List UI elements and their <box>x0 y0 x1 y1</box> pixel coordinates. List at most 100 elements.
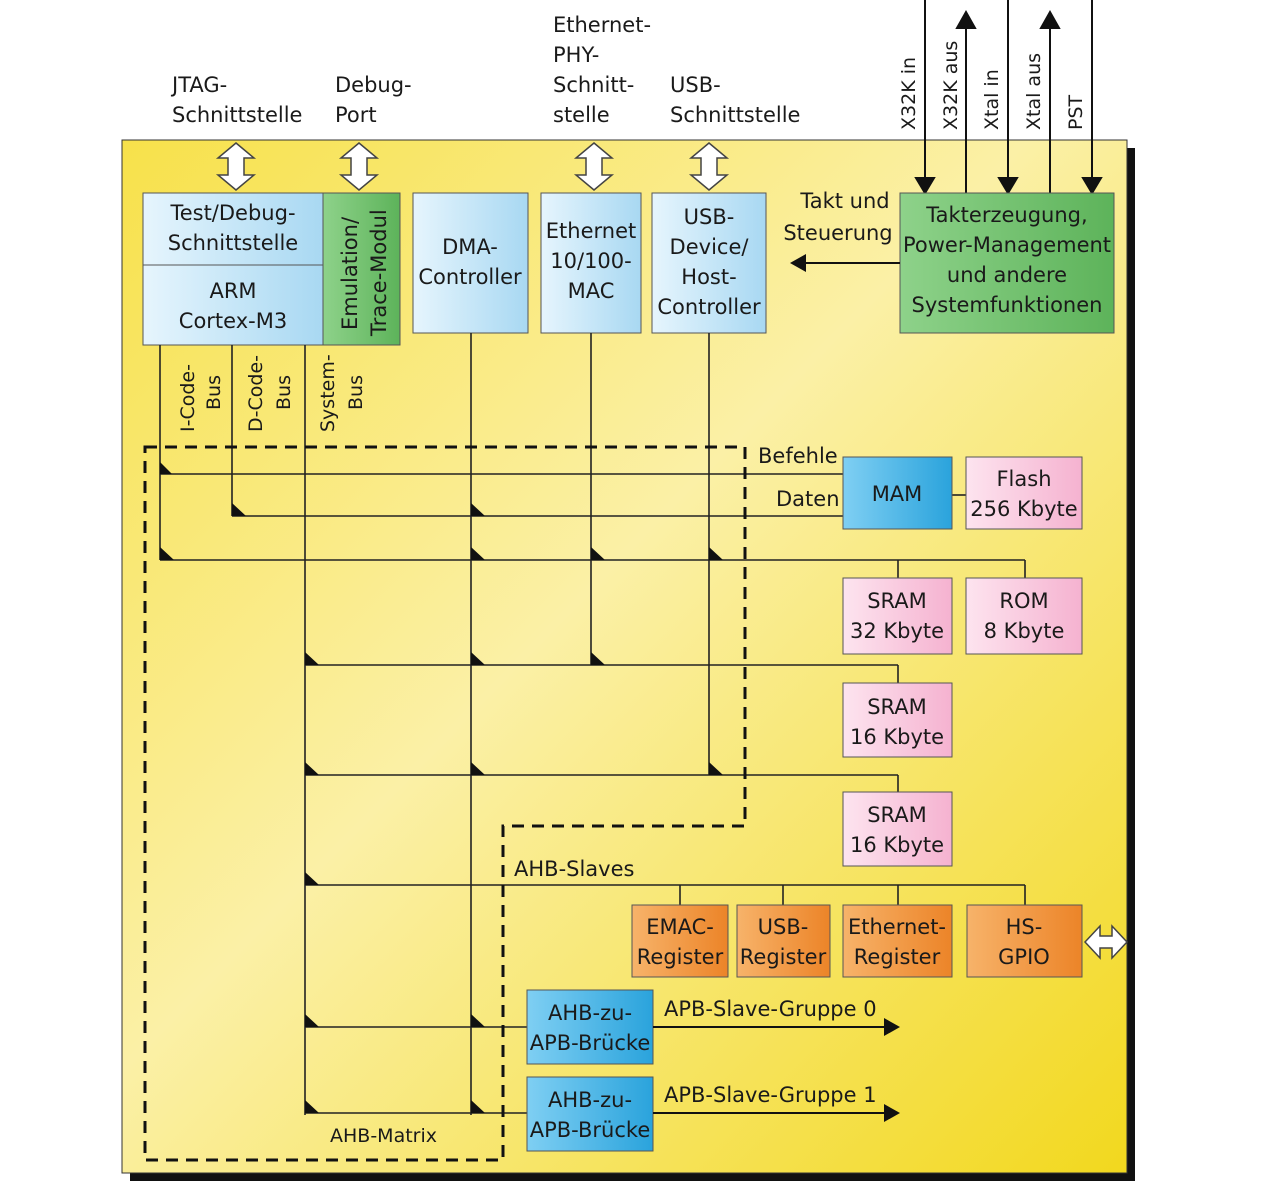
clock-signal-labels: X32K in X32K aus Xtal in Xtal aus PST <box>898 41 1087 130</box>
svg-text:APB-Brücke: APB-Brücke <box>530 1118 651 1142</box>
svg-text:und andere: und andere <box>947 263 1067 287</box>
svg-text:MAM: MAM <box>872 482 923 506</box>
svg-text:SRAM: SRAM <box>867 803 927 827</box>
usb-double-arrow-icon <box>688 142 730 191</box>
x32k-out-arrow-icon <box>955 9 977 29</box>
x32k-in-arrow-icon <box>914 177 936 195</box>
svg-text:Device/: Device/ <box>670 235 750 259</box>
svg-text:8 Kbyte: 8 Kbyte <box>984 619 1065 643</box>
test-debug-block <box>142 192 324 266</box>
svg-text:Flash: Flash <box>996 467 1051 491</box>
svg-text:JTAG-: JTAG- <box>170 73 227 97</box>
xtal-out-arrow-icon <box>1039 9 1061 29</box>
svg-text:GPIO: GPIO <box>998 945 1050 969</box>
dcode-bus-label-2: Bus <box>273 375 295 410</box>
svg-text:Takterzeugung,: Takterzeugung, <box>925 203 1087 227</box>
svg-text:Port: Port <box>335 103 377 127</box>
hs-gpio-block <box>966 904 1083 978</box>
svg-text:stelle: stelle <box>553 103 610 127</box>
sram-32-block <box>842 577 953 655</box>
xtal-in-arrow-icon <box>997 177 1019 195</box>
svg-text:PHY-: PHY- <box>553 43 599 67</box>
apb-group-1-arrow-icon <box>884 1104 900 1122</box>
svg-text:10/100-: 10/100- <box>550 249 631 273</box>
usb-register-block <box>736 904 831 978</box>
svg-text:MAC: MAC <box>568 279 615 303</box>
svg-text:Ethernet: Ethernet <box>546 219 636 243</box>
svg-text:Ethernet-: Ethernet- <box>553 13 651 37</box>
ahb-slaves-label: AHB-Slaves <box>514 857 634 881</box>
ahb-matrix-outline <box>143 445 747 1162</box>
svg-text:AHB-zu-: AHB-zu- <box>548 1001 632 1025</box>
svg-text:Schnittstelle: Schnittstelle <box>168 231 298 255</box>
svg-text:Register: Register <box>854 945 941 969</box>
ethernet-double-arrow-icon <box>573 142 615 191</box>
befehle-label: Befehle <box>758 444 838 468</box>
svg-text:Test/Debug-: Test/Debug- <box>169 201 295 225</box>
dcode-bus-label: D-Code- <box>245 355 267 432</box>
svg-text:Steuerung: Steuerung <box>783 221 892 245</box>
svg-text:ARM: ARM <box>209 279 256 303</box>
svg-text:16 Kbyte: 16 Kbyte <box>850 725 944 749</box>
svg-text:Ethernet-: Ethernet- <box>848 915 946 939</box>
clock-generation-block <box>899 192 1115 334</box>
rom-block <box>965 577 1083 655</box>
svg-text:Systemfunktionen: Systemfunktionen <box>912 293 1103 317</box>
svg-text:Power-Management: Power-Management <box>903 233 1111 257</box>
sram-16a-block <box>842 682 953 758</box>
svg-text:Debug-: Debug- <box>335 73 412 97</box>
clock-control-label: Takt und Steuerung <box>783 189 892 245</box>
gpio-double-arrow-icon <box>1083 924 1129 960</box>
debug-double-arrow-icon <box>338 142 380 191</box>
xtal-in-label: Xtal in <box>981 69 1003 130</box>
pst-label: PST <box>1065 94 1087 130</box>
svg-text:256 Kbyte: 256 Kbyte <box>970 497 1077 521</box>
svg-text:DMA-: DMA- <box>442 235 498 259</box>
svg-text:ROM: ROM <box>999 589 1048 613</box>
ethernet-register-block <box>842 904 953 978</box>
svg-text:Schnittstelle: Schnittstelle <box>670 103 800 127</box>
svg-text:Controller: Controller <box>657 295 761 319</box>
dma-controller-block <box>412 192 529 334</box>
svg-text:AHB-zu-: AHB-zu- <box>548 1088 632 1112</box>
svg-text:Controller: Controller <box>418 265 522 289</box>
mam-block <box>842 456 953 530</box>
svg-text:Takt und: Takt und <box>799 189 889 213</box>
arm-cortex-block <box>142 264 324 346</box>
svg-text:USB-: USB- <box>684 205 735 229</box>
usb-interface-label: USB- Schnittstelle <box>670 73 800 127</box>
svg-text:APB-Brücke: APB-Brücke <box>530 1031 651 1055</box>
trace-label: Trace-Modul <box>367 209 391 337</box>
svg-text:SRAM: SRAM <box>867 695 927 719</box>
flash-block <box>965 456 1083 530</box>
x32k-in-label: X32K in <box>898 57 920 130</box>
svg-text:Schnitt-: Schnitt- <box>553 73 634 97</box>
xtal-out-label: Xtal aus <box>1023 53 1045 130</box>
pst-arrow-icon <box>1081 177 1103 195</box>
emulation-trace-block <box>322 192 401 346</box>
svg-text:Host-: Host- <box>681 265 736 289</box>
icode-bus-label: I-Code- <box>177 364 199 432</box>
icode-bus-label-2: Bus <box>203 375 225 410</box>
apb-group-0-label: APB-Slave-Gruppe 0 <box>664 997 877 1021</box>
ethernet-phy-label: Ethernet- PHY- Schnitt- stelle <box>553 13 651 127</box>
svg-text:Schnittstelle: Schnittstelle <box>172 103 302 127</box>
jtag-double-arrow-icon <box>215 142 257 191</box>
apb-group-0-arrow-icon <box>884 1018 900 1036</box>
svg-text:HS-: HS- <box>1006 915 1043 939</box>
jtag-label: JTAG- Schnittstelle <box>170 73 302 127</box>
ahb-apb-bridge-1 <box>526 1076 654 1152</box>
svg-text:USB-: USB- <box>758 915 809 939</box>
ahb-apb-bridge-0 <box>526 989 654 1065</box>
x32k-out-label: X32K aus <box>940 41 962 130</box>
system-bus-label-2: Bus <box>345 375 367 410</box>
system-bus-label: System- <box>317 354 339 432</box>
emulation-label: Emulation/ <box>338 216 362 330</box>
sram-16b-block <box>842 791 953 867</box>
svg-text:Cortex-M3: Cortex-M3 <box>179 309 287 333</box>
svg-text:Register: Register <box>740 945 827 969</box>
connection-markers <box>160 462 723 1113</box>
debug-port-label: Debug- Port <box>335 73 412 127</box>
svg-text:EMAC-: EMAC- <box>646 915 714 939</box>
